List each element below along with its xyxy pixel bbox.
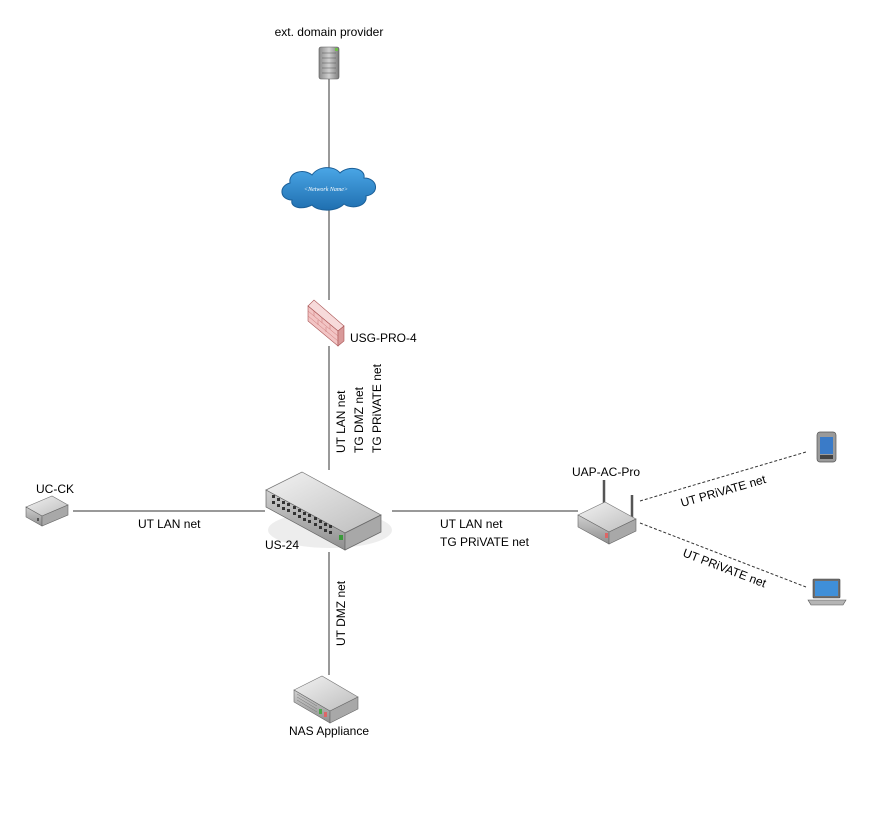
link-label-ap-laptop: UT PRiVATE net (681, 546, 769, 591)
link-label-ap-phone: UT PRiVATE net (679, 472, 768, 510)
firewall-label: USG-PRO-4 (350, 331, 417, 345)
link-label-switch-nas: UT DMZ net (334, 580, 348, 646)
link-label-firewall-switch-3: TG PRiVATE net (370, 363, 384, 453)
link-ap-laptop (639, 522, 807, 588)
link-ap-phone (639, 451, 807, 502)
link-label-switch-ap-1: UT LAN net (440, 517, 503, 531)
phone-icon (816, 431, 837, 463)
provider-label: ext. domain provider (275, 25, 384, 39)
firewall-node[interactable]: USG-PRO-4 (307, 299, 417, 347)
cloud-label: <Network Name> (304, 187, 348, 193)
link-label-firewall-switch-2: TG DMZ net (352, 386, 366, 453)
switch-icon (265, 471, 392, 551)
link-label-controller-switch: UT LAN net (138, 517, 201, 531)
nas-icon (293, 675, 359, 724)
link-label-switch-ap-2: TG PRiVATE net (440, 535, 530, 549)
connection-lines (73, 79, 807, 675)
server-tower-icon (318, 46, 340, 80)
controller-label: UC-CK (36, 482, 74, 496)
nas-label: NAS Appliance (289, 724, 369, 738)
access-point-node[interactable]: UAP-AC-Pro (572, 465, 640, 545)
link-labels: UT LAN net TG DMZ net TG PRiVATE net UT … (138, 363, 769, 646)
controller-node[interactable]: UC-CK (25, 482, 74, 527)
link-label-firewall-switch-1: UT LAN net (334, 390, 348, 453)
cloud-icon (281, 167, 376, 211)
nas-node[interactable]: NAS Appliance (289, 675, 369, 738)
provider-node[interactable]: ext. domain provider (275, 25, 384, 80)
laptop-icon (807, 578, 847, 606)
cloud-node[interactable]: <Network Name> (281, 167, 376, 211)
switch-node[interactable]: US-24 (265, 471, 392, 552)
laptop-node[interactable] (807, 578, 847, 606)
switch-label: US-24 (265, 538, 299, 552)
access-point-icon (577, 480, 637, 545)
access-point-label: UAP-AC-Pro (572, 465, 640, 479)
firewall-icon (307, 299, 345, 347)
phone-node[interactable] (816, 431, 837, 463)
controller-icon (25, 495, 69, 527)
